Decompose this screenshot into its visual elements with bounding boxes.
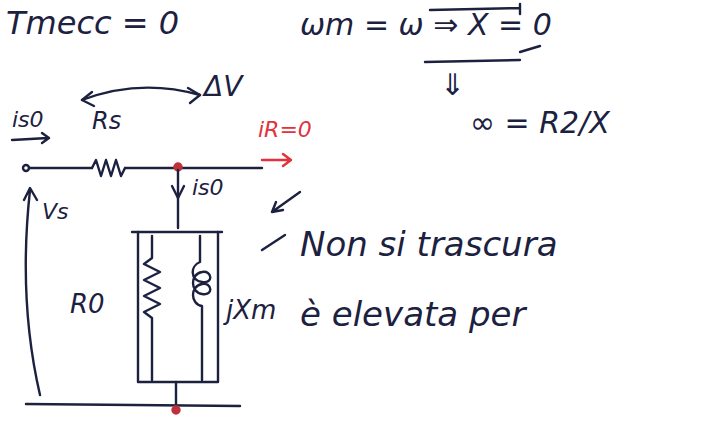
- current-label: is0: [192, 176, 224, 200]
- current-label: iR=0: [258, 118, 312, 142]
- voltage-label: Vs: [42, 200, 69, 224]
- resistor-label: R0: [70, 290, 105, 319]
- formula-text: Tmecc = 0: [6, 6, 179, 41]
- current-label: is0: [12, 108, 44, 132]
- voltage-label: ΔV: [204, 72, 242, 103]
- formula-text: ωm = ω ⇒ X = 0: [300, 8, 552, 41]
- resistor-label: Rs: [92, 108, 121, 134]
- formula-text: ∞ = R2/X: [470, 106, 610, 139]
- note-text: Non si trascura: [300, 226, 557, 263]
- note-text: è elevata per: [300, 296, 525, 333]
- implication-symbol: ⇓: [440, 68, 465, 101]
- reactance-label: jXm: [226, 296, 276, 325]
